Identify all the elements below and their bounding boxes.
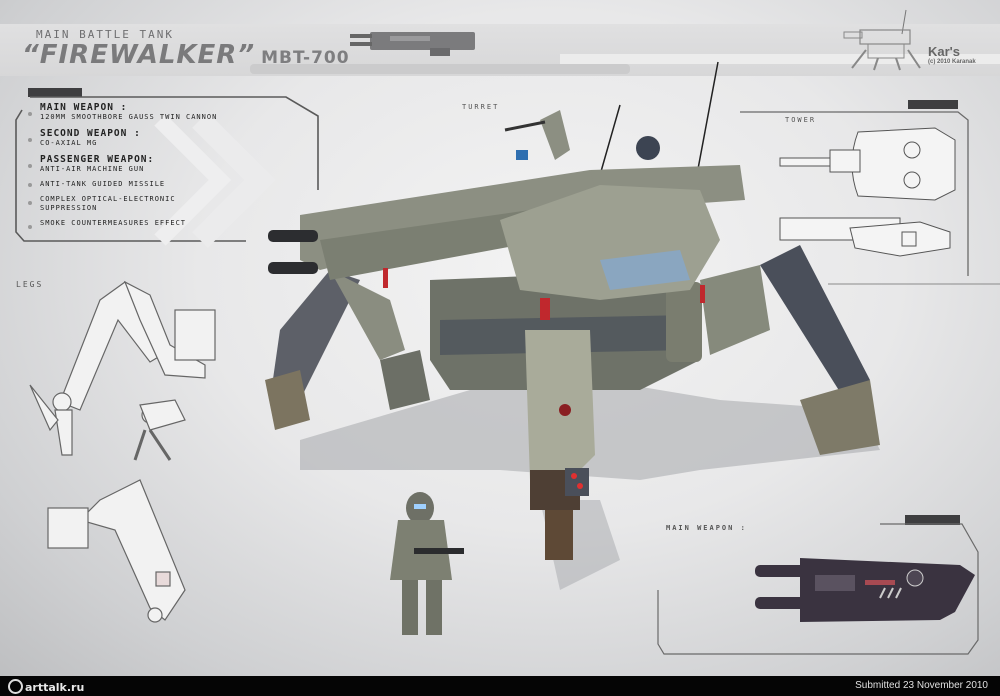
- spec-detail: Anti-tank guided missile: [40, 180, 166, 188]
- footer-bar: arttalk.ru Submitted 23 November 2010: [0, 676, 1000, 696]
- weapon-panel-frame: [657, 523, 979, 655]
- spec-item: Anti-tank guided missile: [28, 180, 318, 189]
- spec-item: Main weapon :120mm smoothbore gauss twin…: [28, 102, 318, 122]
- header-band-right: [560, 54, 1000, 64]
- legs-sketch: [29, 280, 216, 623]
- specs-panel-frame: [15, 96, 319, 248]
- title-name: “Firewalker”: [22, 40, 256, 70]
- artist-name: Kar's: [928, 44, 960, 59]
- spec-list: Main weapon :120mm smoothbore gauss twin…: [28, 102, 318, 235]
- soldier-figure: [390, 492, 464, 635]
- spec-detail: Smoke countermeasures effect: [40, 219, 187, 227]
- header-band-light: [250, 64, 630, 74]
- header-cannon-sketch: [350, 32, 475, 56]
- tank-illustration: [265, 61, 880, 560]
- bullet-icon: [28, 164, 32, 168]
- model-number: MBT-700: [261, 48, 350, 68]
- site-logo-text: arttalk.ru: [25, 681, 85, 694]
- turret-label: Turret: [462, 103, 500, 111]
- spec-item: Smoke countermeasures effect: [28, 219, 318, 229]
- title-block: Main Battle Tank “Firewalker”MBT-700: [22, 28, 350, 72]
- bullet-icon: [28, 112, 32, 116]
- weapon-panel-tab: [905, 515, 960, 525]
- spec-heading: Main weapon :: [40, 102, 128, 113]
- spec-heading: Passenger weapon:: [40, 154, 155, 165]
- spec-item: Second weapon :Co-axial MG: [28, 128, 318, 148]
- spec-item: Passenger weapon:Anti-air machine gun: [28, 154, 318, 174]
- site-logo[interactable]: arttalk.ru: [8, 679, 84, 694]
- legs-label: Legs: [16, 280, 44, 289]
- concept-sheet: Main Battle Tank “Firewalker”MBT-700 Kar…: [0, 0, 1000, 676]
- logo-ring-icon: [8, 679, 23, 694]
- tower-panel-tab: [908, 100, 958, 109]
- spec-heading: Second weapon :: [40, 128, 141, 139]
- credit-tank-sketch: [843, 9, 921, 71]
- tower-label: Tower: [785, 116, 817, 124]
- copyright: (c) 2010 Karanak: [928, 59, 976, 65]
- bullet-icon: [28, 225, 32, 229]
- spec-detail: 120mm smoothbore gauss twin cannon: [40, 113, 218, 121]
- spec-detail: Anti-air machine gun: [40, 165, 145, 173]
- bullet-icon: [28, 138, 32, 142]
- bullet-icon: [28, 183, 32, 187]
- spec-item: Complex optical-electronic suppression: [28, 195, 318, 213]
- main-weapon-label: Main weapon :: [666, 524, 747, 532]
- submitted-date: Submitted 23 November 2010: [855, 680, 988, 691]
- page-title: “Firewalker”MBT-700: [22, 41, 350, 72]
- artist-credit: Kar's (c) 2010 Karanak: [928, 44, 976, 65]
- bullet-icon: [28, 201, 32, 205]
- spec-detail: Complex optical-electronic suppression: [40, 195, 176, 212]
- tower-panel-frame: [740, 111, 1000, 285]
- subtitle: Main Battle Tank: [36, 28, 174, 41]
- spec-detail: Co-axial MG: [40, 139, 98, 147]
- specs-panel-tab: [28, 88, 82, 97]
